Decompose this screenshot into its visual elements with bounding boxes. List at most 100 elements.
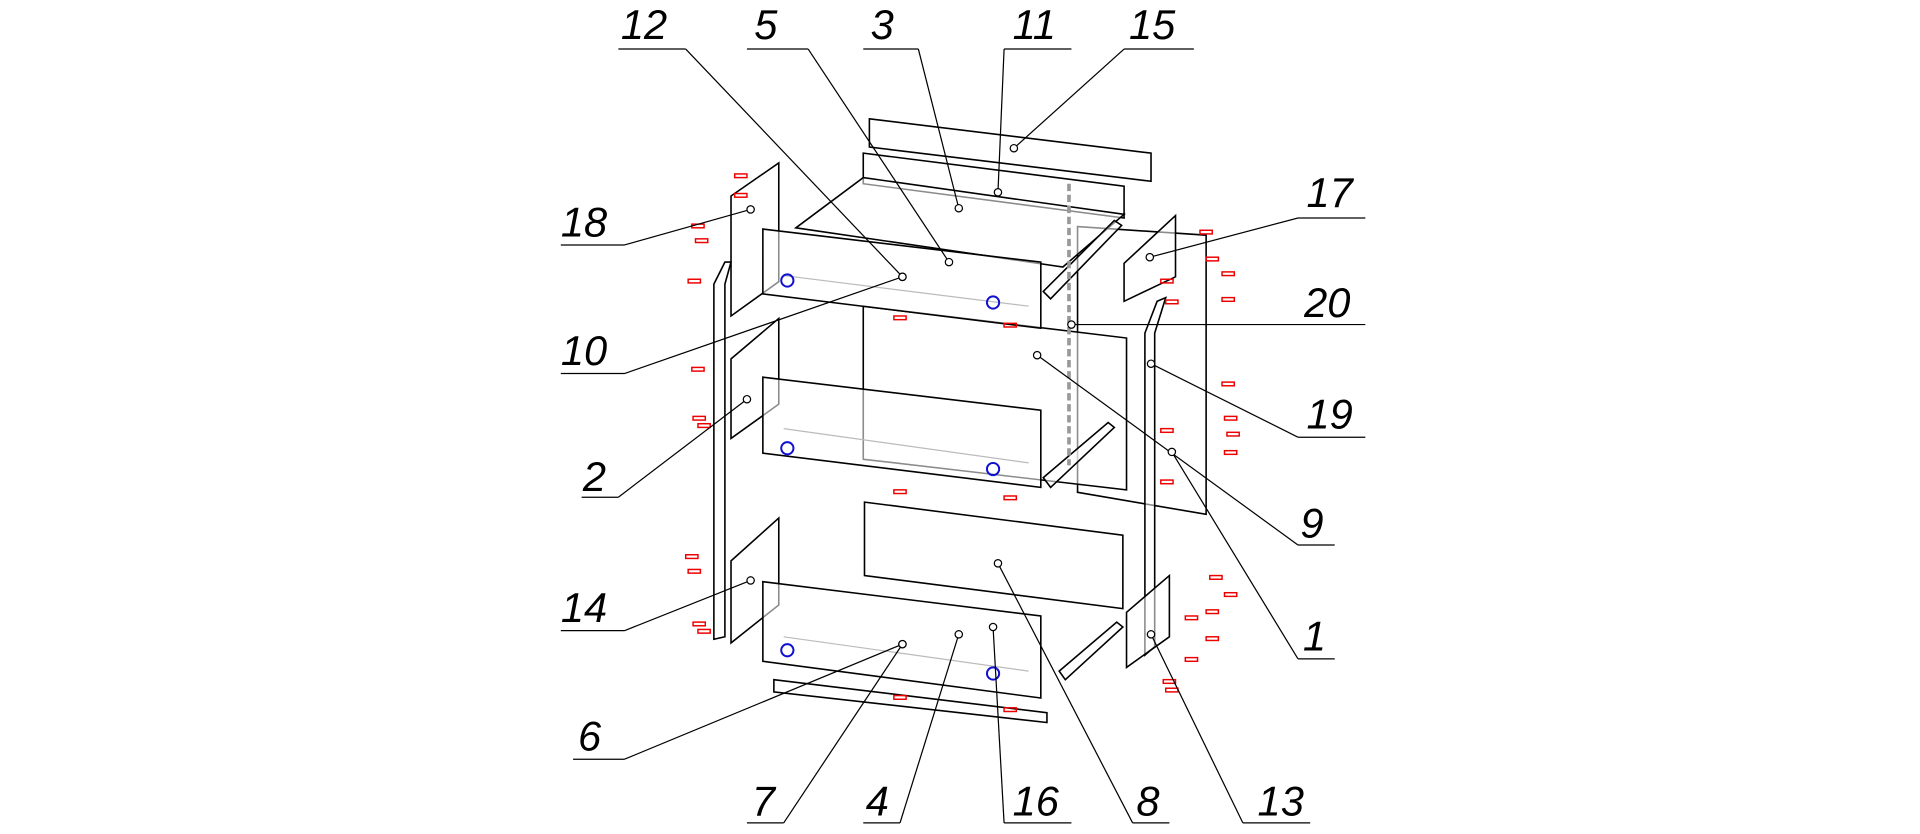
fastener-icon — [1184, 615, 1199, 621]
callout-number: 20 — [1303, 279, 1350, 326]
runner-middle — [1042, 421, 1116, 489]
callout-number: 16 — [1013, 778, 1060, 825]
left-side-panel — [713, 261, 733, 641]
callout-4: 4 — [863, 630, 964, 825]
callout-14: 14 — [560, 576, 755, 632]
leader-point — [988, 622, 998, 632]
callout-number: 15 — [1129, 1, 1176, 48]
leader-point — [898, 272, 907, 282]
callout-1: 1 — [1167, 447, 1335, 660]
callout-2: 2 — [581, 394, 752, 500]
callout-number: 14 — [561, 584, 607, 631]
fastener-icon — [1223, 415, 1238, 421]
leader-point — [1146, 359, 1156, 369]
leader-point — [993, 559, 1003, 568]
callout-number: 4 — [866, 778, 889, 825]
callout-3: 3 — [863, 1, 964, 213]
fastener-icon — [1164, 687, 1179, 693]
callout-number: 8 — [1136, 778, 1159, 825]
back-panel-top — [862, 152, 1125, 219]
leader-point — [746, 576, 755, 585]
fastener-icon — [684, 554, 699, 560]
leader-point — [1032, 350, 1042, 360]
fastener-icon — [694, 238, 709, 244]
callout-number: 5 — [754, 1, 778, 48]
callout-20: 20 — [1067, 279, 1366, 329]
fastener-icon — [1003, 707, 1018, 713]
hardware-fasteners — [684, 173, 1240, 713]
fastener-icon — [687, 278, 702, 284]
callout-number: 3 — [871, 1, 894, 48]
fastener-icon — [691, 366, 705, 372]
leader-point — [1067, 320, 1076, 329]
callout-5: 5 — [746, 1, 954, 267]
leader-line — [1149, 217, 1299, 258]
fastener-icon — [1003, 495, 1018, 501]
drawer-front-middle — [762, 376, 1042, 489]
fastener-icon — [893, 694, 907, 700]
fastener-icon — [1199, 229, 1213, 235]
leader-line — [899, 634, 960, 824]
leader-line — [992, 626, 1005, 823]
callout-number: 11 — [1013, 1, 1056, 48]
callout-19: 19 — [1146, 359, 1366, 438]
leader-line — [917, 48, 960, 209]
callout-number: 13 — [1258, 778, 1304, 825]
runner-bottom — [1058, 621, 1125, 681]
callout-17: 17 — [1145, 169, 1366, 262]
fastener-icon — [697, 628, 711, 634]
leader-line — [807, 48, 950, 263]
back-panel-bottom — [863, 501, 1124, 610]
callout-9: 9 — [1032, 350, 1335, 547]
callout-16: 16 — [988, 622, 1072, 825]
fastener-icon — [1184, 656, 1199, 663]
callout-15: 15 — [1009, 1, 1194, 153]
callout-number: 18 — [561, 198, 607, 245]
fastener-icon — [1209, 574, 1223, 580]
drawer-front-bottom — [762, 580, 1042, 699]
callout-13: 13 — [1146, 630, 1311, 825]
fastener-icon — [1221, 271, 1236, 277]
fastener-icon — [692, 415, 707, 421]
leader-line — [624, 579, 751, 632]
fastener-icon — [1205, 636, 1220, 642]
fastener-icon — [1226, 431, 1240, 437]
fastener-icon — [1003, 322, 1018, 328]
leader-line — [624, 276, 903, 375]
callout-number: 2 — [582, 453, 606, 500]
leader-line — [1036, 354, 1299, 546]
fastener-icon — [1223, 591, 1238, 598]
fastener-icon — [1223, 449, 1238, 456]
leader-line — [624, 643, 903, 760]
plinth — [773, 678, 1048, 724]
right-panel-13 — [1125, 573, 1171, 669]
callout-11: 11 — [993, 1, 1072, 197]
fastener-icon — [1162, 678, 1177, 685]
callout-18: 18 — [560, 198, 755, 246]
callout-number: 17 — [1307, 169, 1355, 216]
fastener-icon — [893, 489, 907, 495]
callout-7: 7 — [746, 639, 907, 825]
callout-number: 10 — [561, 327, 607, 374]
callout-number: 6 — [578, 713, 602, 760]
fastener-icon — [1160, 278, 1174, 284]
leader-line — [997, 49, 1005, 193]
leader-line — [783, 643, 903, 824]
leader-point — [944, 257, 954, 267]
leader-point — [1009, 143, 1019, 153]
fastener-icon — [733, 173, 748, 179]
leader-point — [898, 639, 907, 649]
leader-line — [1013, 48, 1125, 149]
furniture-parts — [684, 117, 1240, 724]
fastener-icon — [1160, 427, 1174, 434]
fastener-icon — [1164, 299, 1179, 305]
fastener-icon — [1221, 381, 1236, 387]
callout-number: 19 — [1307, 391, 1353, 438]
handle-icons — [780, 273, 1001, 681]
leader-point — [1146, 630, 1156, 639]
fastener-icon — [692, 621, 707, 627]
leader-point — [954, 630, 964, 639]
leader-line — [624, 208, 751, 246]
leader-line — [685, 48, 903, 278]
